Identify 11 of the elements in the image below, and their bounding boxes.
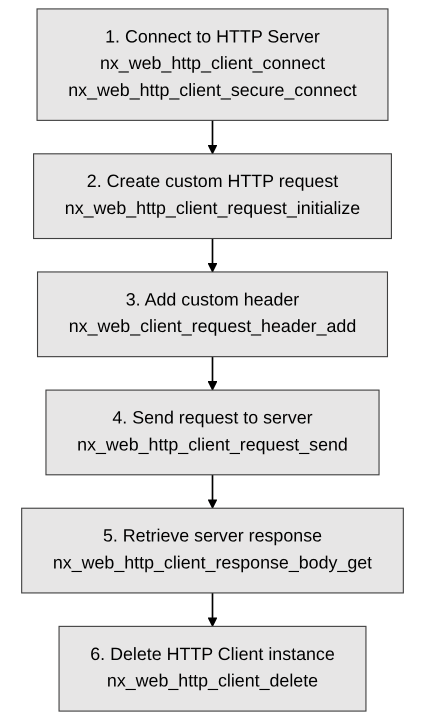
node-box: 5. Retrieve server response nx_web_http_client_response_body_get: [21, 508, 404, 594]
arrow: [208, 120, 218, 154]
arrow: [208, 474, 218, 509]
node-box: 3. Add custom header nx_web_client_request_header_add: [36, 271, 388, 358]
arrow: [208, 356, 218, 391]
arrow: [208, 238, 218, 272]
node-box: 4. Send request to server nx_web_http_client_request_send: [45, 390, 380, 476]
arrow: [208, 592, 218, 627]
node-box: 2. Create custom HTTP request nx_web_http_client_request_initialize: [33, 153, 392, 240]
node-box: 1. Connect to HTTP Server nx_web_http_client_connect nx_web_http_client_secure_connect: [36, 8, 389, 121]
node-box: 6. Delete HTTP Client instance nx_web_http_client_delete: [58, 626, 366, 712]
